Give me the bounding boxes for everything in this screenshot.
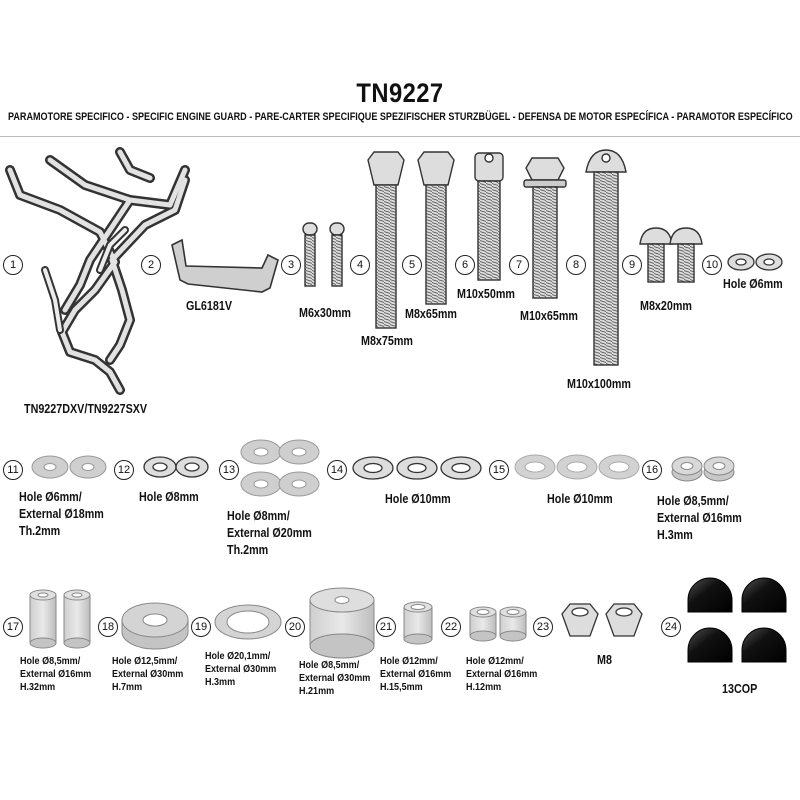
- part-number-24: 24: [661, 617, 681, 637]
- part-number-18: 18: [98, 617, 118, 637]
- part-label-18: Hole Ø12,5mm/ External Ø30mm H.7mm: [112, 655, 184, 693]
- part-label-9: M8x20mm: [640, 299, 692, 313]
- flat-washer-10mm: [514, 454, 640, 480]
- part-label-14: Hole Ø10mm: [385, 492, 451, 506]
- part-label-17: Hole Ø8,5mm/ External Ø16mm H.32mm: [20, 655, 92, 693]
- header-divider: [0, 136, 800, 137]
- part-label-21: Hole Ø12mm/ External Ø16mm H.15,5mm: [380, 655, 452, 693]
- part-label-4: M8x75mm: [361, 334, 413, 348]
- part-number-4: 4: [350, 255, 370, 275]
- part-number-7: 7: [509, 255, 529, 275]
- bolt-m8x20: [639, 227, 703, 283]
- part-number-6: 6: [455, 255, 475, 275]
- part-number-21: 21: [376, 617, 396, 637]
- mounting-bracket: [171, 238, 279, 293]
- part-number-16: 16: [642, 460, 662, 480]
- part-label-19: Hole Ø20,1mm/ External Ø30mm H.3mm: [205, 650, 277, 688]
- spacer-washer-3mm: [671, 456, 735, 482]
- part-number-3: 3: [281, 255, 301, 275]
- part-label-16: Hole Ø8,5mm/ External Ø16mm H.3mm: [657, 494, 742, 542]
- bolt-m10x65: [523, 157, 567, 299]
- part-number-14: 14: [327, 460, 347, 480]
- spacer-7mm: [121, 602, 189, 650]
- part-number-17: 17: [3, 617, 23, 637]
- part-label-6: M10x50mm: [457, 287, 515, 301]
- part-number-8: 8: [566, 255, 586, 275]
- bolt-m8x75: [367, 151, 405, 329]
- part-label-10: Hole Ø6mm: [723, 277, 783, 291]
- kit-description: PARAMOTORE SPECIFICO - SPECIFIC ENGINE G…: [8, 111, 793, 123]
- bolt-m10x100: [585, 149, 627, 366]
- part-label-5: M8x65mm: [405, 307, 457, 321]
- bolt-m8x65: [417, 151, 455, 305]
- part-number-22: 22: [441, 617, 461, 637]
- part-number-1: 1: [3, 255, 23, 275]
- part-label-11: Hole Ø6mm/ External Ø18mm Th.2mm: [19, 490, 104, 538]
- flat-washer-18mm: [31, 455, 107, 479]
- part-label-23: M8: [597, 653, 612, 667]
- part-label-13: Hole Ø8mm/ External Ø20mm Th.2mm: [227, 509, 312, 557]
- part-number-5: 5: [402, 255, 422, 275]
- part-label-1: TN9227DXV/TN9227SXV: [24, 402, 148, 416]
- part-number-11: 11: [3, 460, 23, 480]
- spacer-12mm: [469, 606, 527, 642]
- spring-washer-8mm: [143, 456, 209, 478]
- part-label-22: Hole Ø12mm/ External Ø16mm H.12mm: [466, 655, 538, 693]
- part-number-9: 9: [622, 255, 642, 275]
- spring-washer-10mm: [352, 456, 482, 480]
- part-number-20: 20: [285, 617, 305, 637]
- part-number-13: 13: [219, 460, 239, 480]
- part-number-15: 15: [489, 460, 509, 480]
- part-number-10: 10: [702, 255, 722, 275]
- flat-washer-20mm: [240, 439, 320, 497]
- spacer-15-5mm: [403, 601, 433, 645]
- bolt-m10x50: [474, 152, 504, 281]
- part-label-7: M10x65mm: [520, 309, 578, 323]
- part-number-23: 23: [533, 617, 553, 637]
- part-label-3: M6x30mm: [299, 306, 351, 320]
- part-label-15: Hole Ø10mm: [547, 492, 613, 506]
- washer-3mm: [214, 604, 282, 640]
- spacer-32mm: [29, 589, 91, 649]
- part-label-12: Hole Ø8mm: [139, 490, 199, 504]
- nut-m8: [561, 603, 643, 637]
- part-label-2: GL6181V: [186, 299, 233, 313]
- part-number-19: 19: [191, 617, 211, 637]
- part-label-8: M10x100mm: [567, 377, 631, 391]
- part-label-24: 13COP: [722, 682, 758, 696]
- engine-guard-frame-inner: [7, 149, 188, 393]
- bolt-m6x30: [302, 222, 345, 287]
- spacer-21mm: [309, 587, 375, 659]
- bolt-cap: [687, 577, 787, 663]
- part-label-20: Hole Ø8,5mm/ External Ø30mm H.21mm: [299, 659, 371, 697]
- part-number-12: 12: [114, 460, 134, 480]
- kit-code-title: TN9227: [356, 78, 444, 108]
- spring-washer-6mm: [727, 253, 783, 271]
- part-number-2: 2: [141, 255, 161, 275]
